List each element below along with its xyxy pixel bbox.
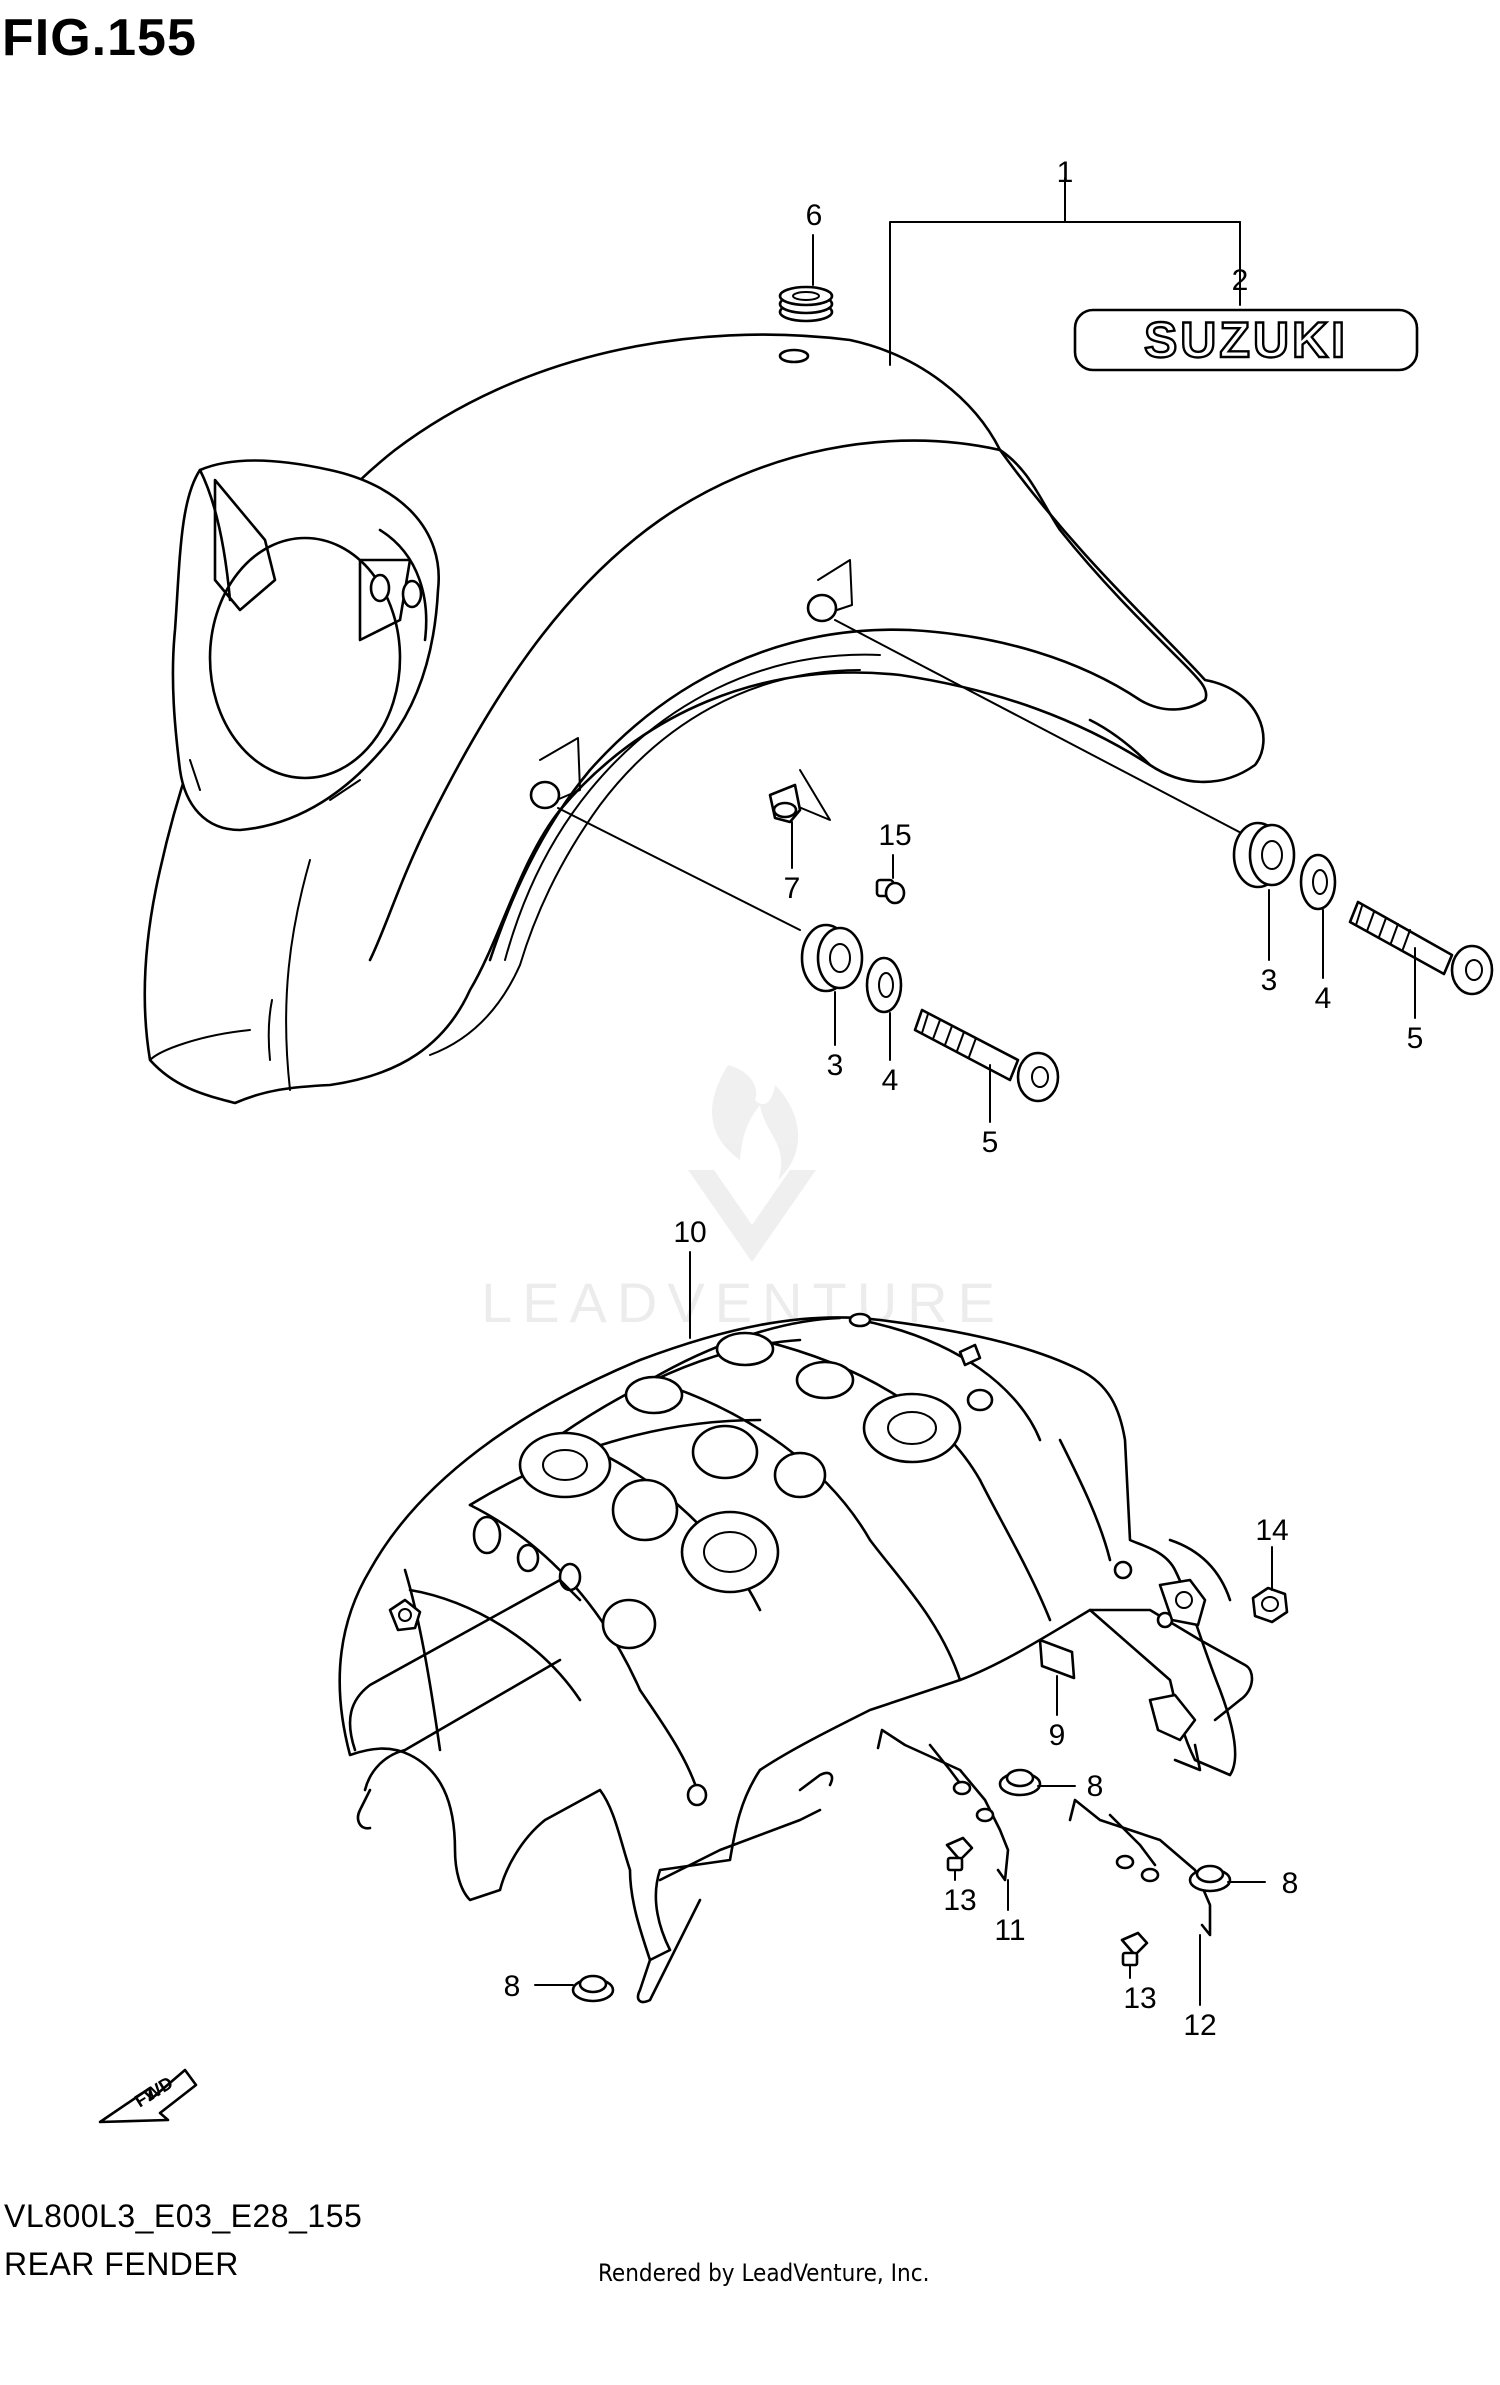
bolt-right — [1348, 900, 1494, 996]
leader-lines — [534, 177, 1416, 2006]
leadventure-watermark: LEADVENTURE — [481, 1065, 1005, 1334]
rear-fender — [143, 333, 1265, 1105]
cushion-right — [1232, 821, 1296, 889]
figure-title: FIG.155 — [2, 9, 197, 67]
model-code: VL800L3_E03_E28_155 — [4, 2198, 363, 2234]
render-credit: Rendered by LeadVenture, Inc. — [598, 2259, 930, 2287]
diagram-caption: REAR FENDER — [4, 2246, 239, 2282]
clip-nut — [768, 783, 802, 824]
callout-8a: 8 — [1087, 1770, 1104, 1803]
callout-3a: 3 — [827, 1049, 844, 1082]
callout-8c: 8 — [504, 1970, 521, 2003]
rear-fender-brace — [338, 1312, 1254, 2004]
bolt-left — [913, 1008, 1060, 1103]
grommet — [778, 285, 834, 323]
callout-13b: 13 — [1123, 1982, 1156, 2015]
grommet-8c — [571, 1974, 615, 2003]
grommet-8b — [1188, 1864, 1232, 1893]
callout-7: 7 — [784, 872, 801, 905]
callout-12: 12 — [1183, 2009, 1216, 2042]
nut — [1251, 1586, 1289, 1624]
callout-2: 2 — [1232, 264, 1249, 297]
washer-left — [865, 956, 903, 1014]
grommet-8a — [998, 1768, 1042, 1797]
callout-10: 10 — [673, 1216, 706, 1249]
suzuki-logo-text: SUZUKI — [1144, 312, 1348, 368]
wire-stay-11 — [876, 1728, 1010, 1882]
suzuki-emblem: SUZUKI — [1073, 308, 1419, 372]
wire-stay-12 — [1068, 1798, 1212, 1937]
callout-11: 11 — [994, 1914, 1025, 1947]
callout-4b: 4 — [1315, 982, 1332, 1015]
screw-13a — [945, 1836, 974, 1872]
callout-9: 9 — [1049, 1719, 1066, 1752]
fwd-arrow-icon: FWD — [98, 2068, 198, 2124]
callout-14: 14 — [1255, 1514, 1288, 1547]
callout-15: 15 — [878, 819, 911, 852]
callout-3b: 3 — [1261, 964, 1278, 997]
cushion-left — [800, 923, 864, 993]
callout-1: 1 — [1057, 156, 1074, 189]
small-bolt — [875, 878, 906, 905]
callout-5b: 5 — [1407, 1022, 1424, 1055]
callout-8b: 8 — [1282, 1867, 1299, 1900]
screw-13b — [1120, 1931, 1149, 1967]
washer-right — [1299, 853, 1337, 911]
watermark-text: LEADVENTURE — [481, 1271, 1005, 1334]
callout-6: 6 — [806, 199, 823, 232]
callout-4a: 4 — [882, 1064, 899, 1097]
callout-13a: 13 — [943, 1884, 976, 1917]
callout-5a: 5 — [982, 1126, 999, 1159]
label-plate — [1038, 1638, 1076, 1680]
